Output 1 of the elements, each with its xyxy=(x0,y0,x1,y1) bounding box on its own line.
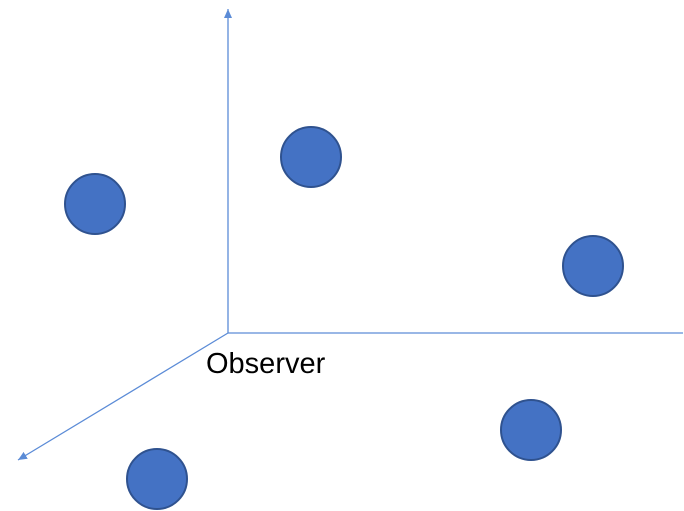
axis-origin-label: Observer xyxy=(206,350,326,379)
